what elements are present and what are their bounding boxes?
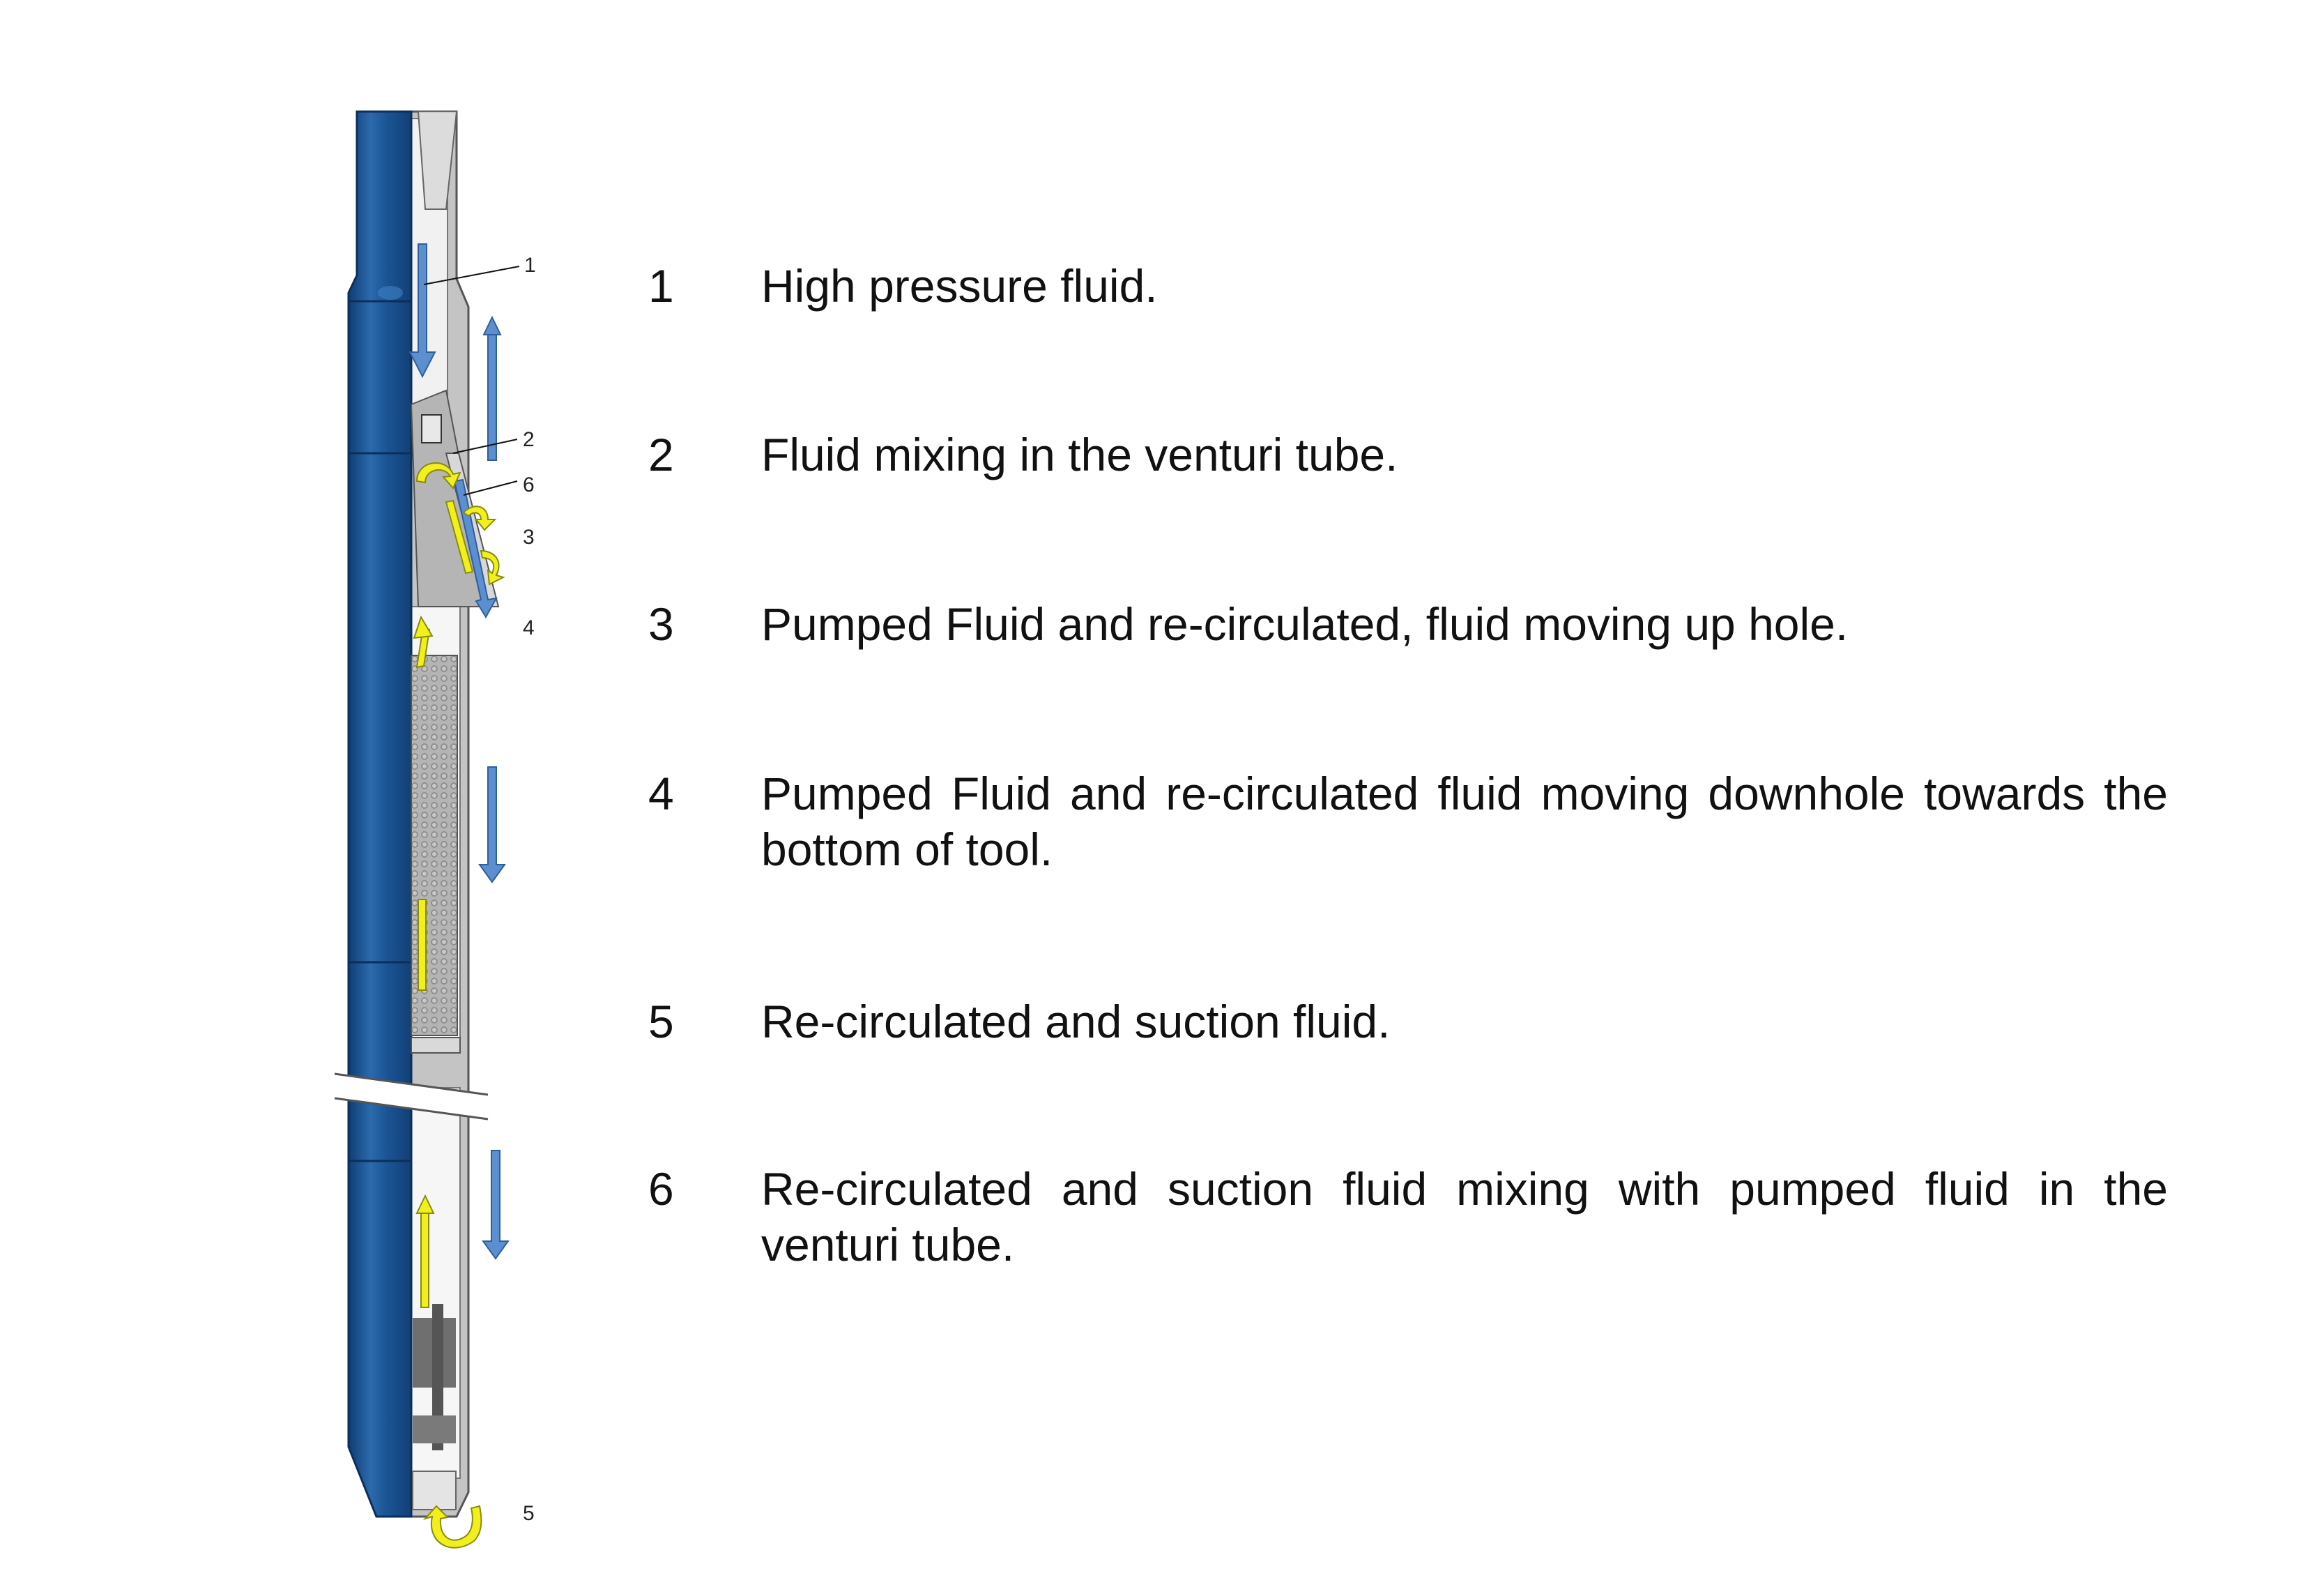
legend-number: 5 bbox=[648, 996, 674, 1047]
legend-number: 2 bbox=[648, 429, 674, 480]
callout-4: 4 bbox=[523, 616, 535, 639]
legend-number: 6 bbox=[648, 1163, 674, 1215]
legend-number: 1 bbox=[648, 260, 674, 312]
legend-number: 3 bbox=[648, 598, 674, 650]
tool-body bbox=[347, 110, 413, 1518]
legend-text: Pumped Fluid and re-circulated fluid mov… bbox=[761, 768, 2168, 875]
jet-pump-tool-diagram: 1 2 6 3 4 5 bbox=[334, 110, 536, 1549]
callout-3: 3 bbox=[523, 526, 535, 549]
suction-fluid-arrows bbox=[413, 462, 505, 1549]
legend-text: High pressure fluid. bbox=[761, 260, 1158, 312]
section-break bbox=[334, 1072, 489, 1121]
callout-leaders bbox=[423, 266, 520, 496]
legend-text: Re-circulated and suction fluid. bbox=[761, 996, 1391, 1047]
check-valve bbox=[412, 1304, 457, 1510]
callout-5: 5 bbox=[523, 1502, 535, 1525]
legend-text: Re-circulated and suction fluid mixing w… bbox=[761, 1163, 2168, 1270]
legend-number: 4 bbox=[648, 768, 674, 819]
callout-2: 2 bbox=[523, 428, 535, 451]
callout-numbers: 1 2 6 3 4 5 bbox=[523, 254, 536, 1525]
legend-text: Fluid mixing in the venturi tube. bbox=[761, 429, 1398, 480]
legend-text: Pumped Fluid and re-circulated, fluid mo… bbox=[761, 598, 1849, 650]
callout-1: 1 bbox=[524, 254, 536, 277]
callout-6: 6 bbox=[523, 473, 535, 496]
